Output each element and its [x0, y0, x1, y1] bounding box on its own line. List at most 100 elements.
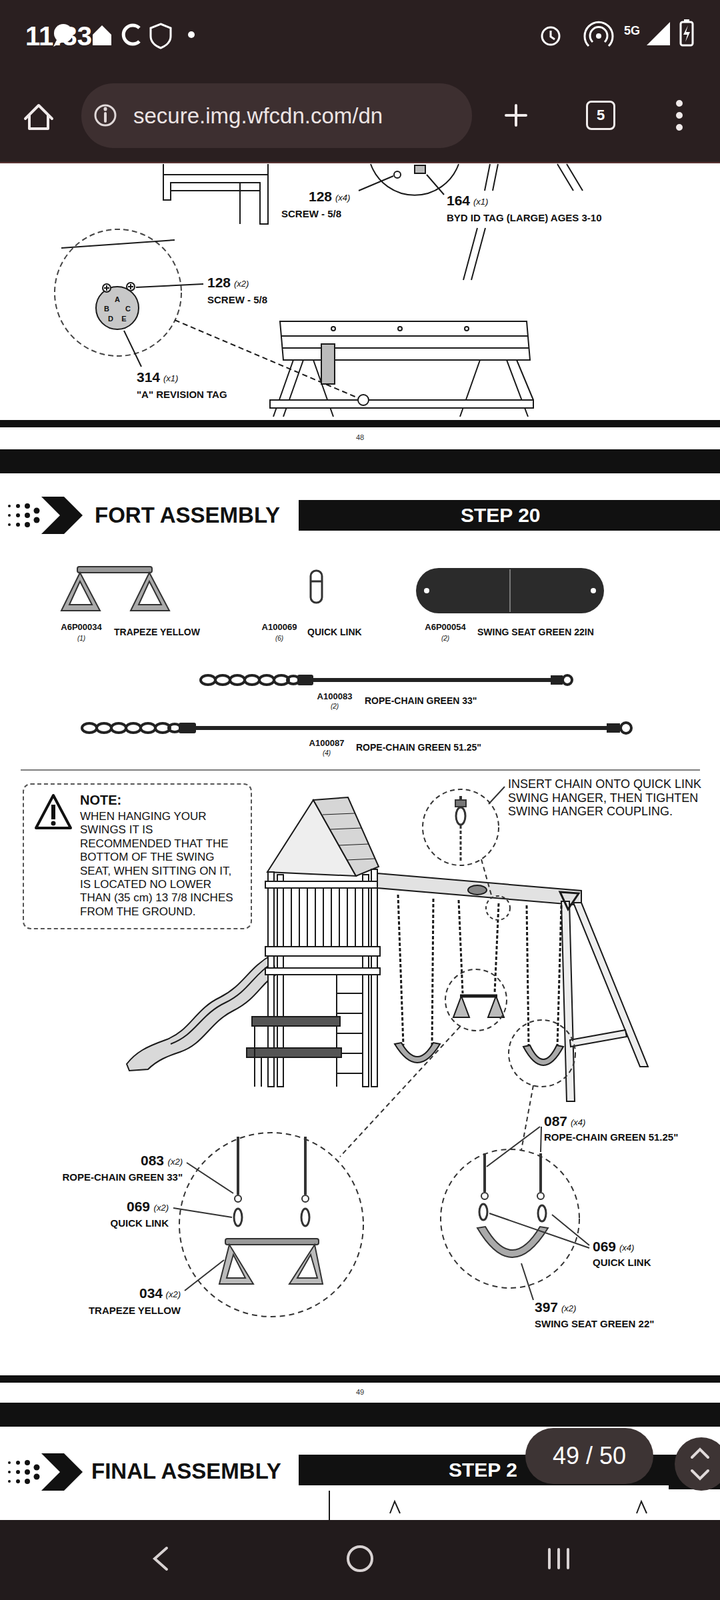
detail-callout: [481, 859, 492, 898]
browser-buttons: [677, 125, 682, 130]
quantity: (x2): [234, 279, 249, 290]
swing-seat-icon: [416, 568, 604, 614]
quantity: (x1): [473, 197, 488, 208]
assembly-drawing-top: [398, 326, 402, 331]
address-bar: secure.img.wfcdn.com/dn: [81, 83, 472, 148]
fort-drawing: [265, 968, 380, 975]
tag-letter: C: [125, 304, 131, 314]
callout-number: 069: [126, 1198, 150, 1215]
detail-callout: [484, 1153, 541, 1192]
detail-callout: [486, 1126, 542, 1167]
fort-drawing: [254, 1026, 262, 1087]
fort-drawing: [377, 873, 582, 906]
fort-drawing: [560, 892, 579, 910]
header-chevron: [8, 504, 11, 508]
page-separator: [0, 420, 720, 1427]
part-label: TRAPEZE YELLOW: [88, 1304, 181, 1316]
detail-callout: [234, 1195, 242, 1202]
header-chevron: [8, 1470, 11, 1474]
header-chevron: [16, 1460, 20, 1465]
quantity: (1): [77, 634, 86, 643]
part-label: SCREW - 5/8: [207, 294, 268, 306]
assembly-drawing-top: [96, 286, 139, 330]
rope-chain-icon: [606, 723, 620, 733]
header-chevron: [34, 1474, 40, 1480]
detail-callout: [538, 1205, 546, 1222]
navigation-bar: [154, 1548, 167, 1570]
header-chevron: [8, 496, 83, 1491]
quantity: (x2): [561, 1304, 576, 1314]
browser-buttons: [677, 101, 682, 106]
part-label: INSERT CHAIN ONTO QUICK LINK SWING HANGE…: [508, 777, 716, 819]
tag-letter: B: [104, 304, 110, 314]
callout-number: 083: [140, 1152, 164, 1169]
header-chevron: [8, 514, 11, 517]
navigation-bar: [348, 1546, 372, 1571]
detail-callout: [173, 786, 590, 1317]
status-bar: [0, 0, 720, 164]
rope-chain-icon: [178, 722, 196, 734]
detail-callout: [488, 786, 505, 804]
part-label: SCREW - 5/8: [281, 208, 342, 220]
status-icons: [92, 25, 112, 46]
info-icon: [104, 113, 107, 122]
status-icons: [646, 22, 670, 46]
status-icons: [683, 25, 690, 42]
browser-buttons: [506, 105, 526, 126]
assembly-drawing-top: [104, 285, 110, 291]
assembly-drawing-top: [136, 284, 204, 288]
detail-callout: [486, 896, 510, 920]
divider-line: [20, 769, 700, 771]
part-label: TRAPEZE YELLOW: [114, 626, 200, 638]
warning-icon: [51, 804, 56, 820]
quantity: (x4): [619, 1243, 634, 1254]
trapeze-icon: [61, 566, 170, 611]
assembly-drawing-top: [124, 330, 142, 367]
rope-chain-icon: [259, 675, 274, 685]
header-chevron: [16, 522, 20, 527]
header-chevron: [24, 512, 30, 518]
assembly-drawing-top: [163, 174, 268, 224]
warning-icon: [36, 795, 71, 828]
assembly-drawing-top: [102, 284, 111, 292]
assembly-drawing-top: [281, 336, 530, 348]
step-band: STEP 20: [298, 500, 720, 531]
rope-chain-icon: [297, 674, 314, 686]
swing-seat-icon: [424, 588, 430, 594]
header-chevron: [24, 503, 30, 509]
info-icon: [95, 105, 116, 126]
warning-icon: [36, 795, 71, 828]
quantity: (2): [330, 702, 339, 711]
header-chevron: [24, 522, 30, 528]
status-icons: [684, 19, 690, 22]
assembly-drawing-top: [61, 240, 175, 248]
part-label: A100069: [262, 622, 298, 633]
fort-drawing: [336, 974, 363, 1087]
rope-chain-icon: [620, 722, 632, 734]
part-label: ROPE-CHAIN GREEN 51.25": [356, 742, 482, 753]
page-separator: [0, 1375, 720, 1383]
part-label: A100087: [309, 738, 345, 749]
fort-drawing: [362, 874, 369, 1087]
assembly-drawing-top: [426, 174, 444, 195]
status-icons: [123, 25, 140, 44]
page-separator: [0, 420, 720, 428]
header-chevron: [16, 1479, 20, 1484]
browser-buttons: [677, 113, 682, 118]
rope-chain-icon: [550, 675, 563, 685]
assembly-drawing-top: [54, 229, 182, 356]
status-bar: [0, 0, 720, 164]
assembly-drawing-top: [54, 164, 583, 417]
clock-time: 11:33: [25, 20, 92, 52]
part-label: ROPE-CHAIN GREEN 33": [62, 1171, 183, 1183]
detail-callout: [340, 1026, 460, 1157]
detail-callout: [234, 1208, 242, 1226]
header-chevron: [24, 1478, 30, 1484]
trapeze-icon: [77, 566, 152, 573]
quick-link-icon: [310, 570, 322, 603]
page-scroll-button: [692, 1449, 708, 1479]
fort-drawing: [453, 996, 504, 1018]
fort-drawing: [398, 894, 562, 1047]
detail-callout: [479, 1204, 488, 1220]
assembly-drawing-top: [331, 326, 336, 331]
